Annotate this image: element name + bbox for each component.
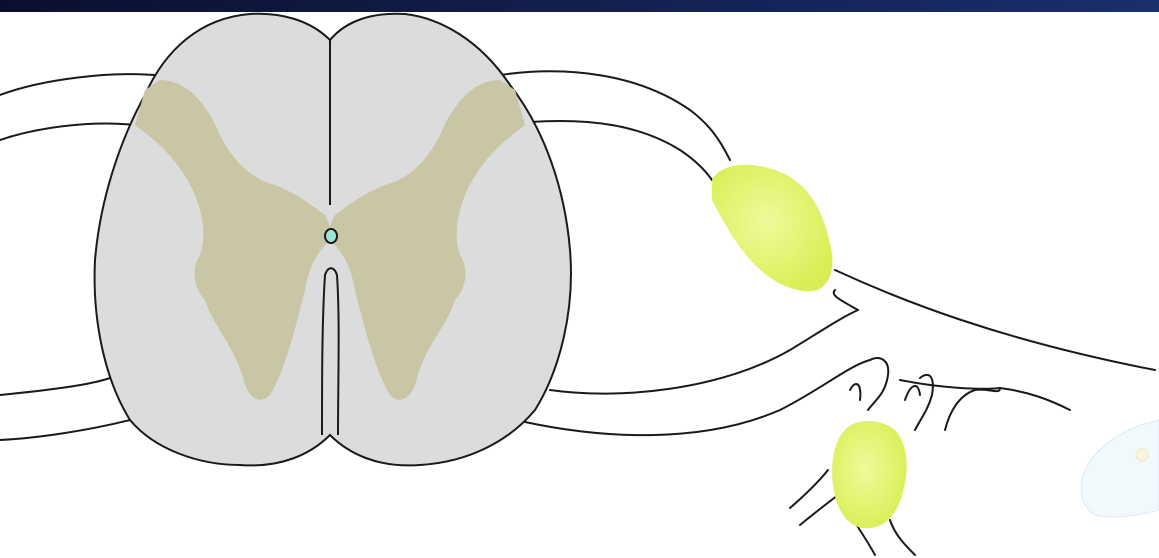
left-ventral-root-upper-outline [0,378,110,395]
left-dorsal-root-upper-outline [0,74,165,95]
right-ventral-root-lower-outline [525,360,870,435]
lower-branch-4-outline [890,520,915,555]
lower-branch-2-outline [800,495,838,525]
spinal-nerve-lower-trunk-outline [900,380,1070,410]
spinal-nerve-lower-outline [834,290,858,310]
top-bar-fill [0,0,1159,12]
sympathetic-ganglion [832,421,907,528]
lower-branch-1-outline [790,470,828,508]
right-ventral-root-upper-outline [550,310,858,394]
left-ventral-root-lower-outline [0,420,130,440]
ramus-mid-branch-3-outline [905,386,920,400]
right-dorsal-root-lower-outline [530,121,712,180]
central-canal [325,229,337,243]
dorsal-root-ganglion [712,165,832,291]
spinal-nerve-upper-outline [835,270,1155,370]
partial-faded-icon [1081,420,1159,517]
ramus-mid-branch-1-outline [850,384,860,400]
ramus-right-branch-outline [945,388,1000,430]
ramus-left-branch-outline [868,358,888,410]
left-dorsal-root-lower-outline [0,123,135,140]
